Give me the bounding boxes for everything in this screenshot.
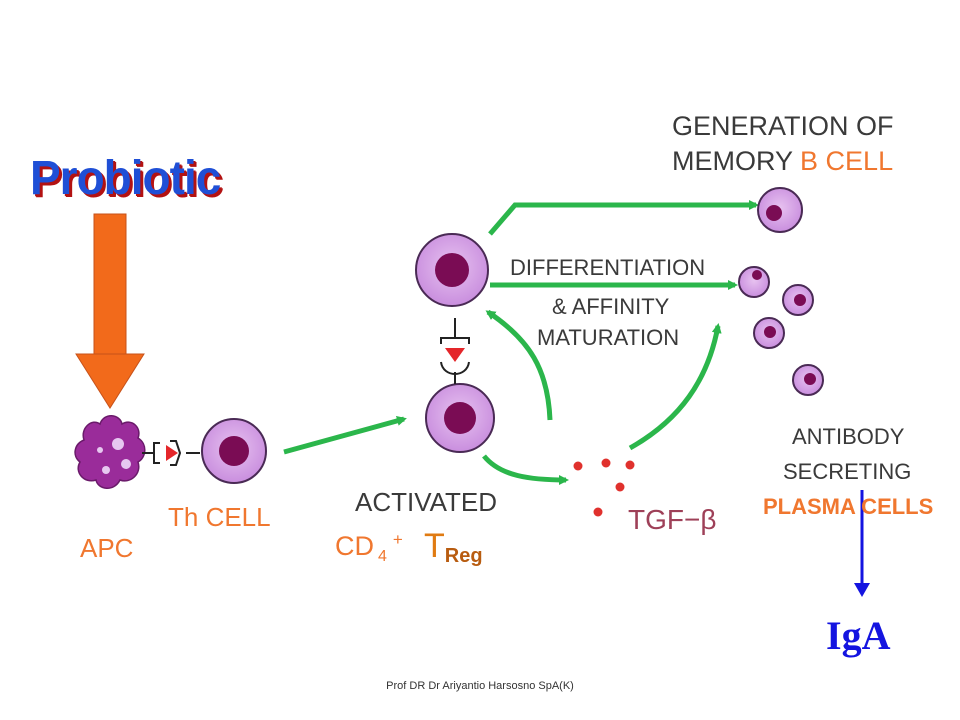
tcell-bcell-receptor <box>440 318 470 384</box>
arrow-th-to-activated <box>283 416 407 455</box>
apc-cell <box>74 415 146 489</box>
b-cell-word: B CELL <box>800 146 894 176</box>
cd4-text: CD <box>335 531 374 561</box>
differentiation-line2: & AFFINITY <box>552 294 670 319</box>
activated-cd4-cell <box>425 383 495 453</box>
cd4-superscript: + <box>392 530 403 549</box>
memory-b-cell <box>757 187 803 233</box>
probiotic-label: Probiotic <box>30 149 221 205</box>
probiotic-down-arrow <box>75 213 145 409</box>
apc-th-receptor <box>142 440 200 466</box>
tgf-beta-label: TGF−β <box>628 504 717 535</box>
plasma-cell <box>753 317 785 349</box>
arrow-to-tgf <box>482 454 569 485</box>
treg-subscript: Reg <box>444 545 483 567</box>
footer-credit: Prof DR Dr Ariyantio Harsosno SpA(K) <box>386 680 574 692</box>
treg-main: T <box>424 527 445 565</box>
memory-title-line1: GENERATION OF <box>672 111 894 141</box>
th-cell <box>201 418 267 484</box>
activated-label: ACTIVATED <box>355 487 498 517</box>
arrow-tgf-to-bcell <box>485 309 553 421</box>
differentiation-line1: DIFFERENTIATION <box>510 255 706 280</box>
plasma-cell <box>738 266 770 298</box>
antibody-line1: ANTIBODY <box>792 424 905 449</box>
memory-word: MEMORY <box>672 146 801 176</box>
th-cell-label: Th CELL <box>168 502 271 532</box>
treg-label: TReg <box>424 527 483 567</box>
antibody-line2: SECRETING <box>783 459 912 484</box>
tgf-beta-dots <box>573 458 635 517</box>
plasma-cells-label: PLASMA CELLS <box>763 494 934 519</box>
memory-title-line2: MEMORY B CELL <box>672 146 893 177</box>
plasma-cell <box>792 364 824 396</box>
cd4-subscript: 4 <box>378 548 387 565</box>
apc-label: APC <box>80 533 134 563</box>
plasma-cell <box>782 284 814 316</box>
differentiation-line3: MATURATION <box>537 325 680 350</box>
arrow-to-memory <box>488 200 759 236</box>
iga-label: IgA <box>826 613 891 658</box>
arrow-tgf-to-plasma <box>628 323 722 451</box>
b-cell <box>415 233 489 307</box>
